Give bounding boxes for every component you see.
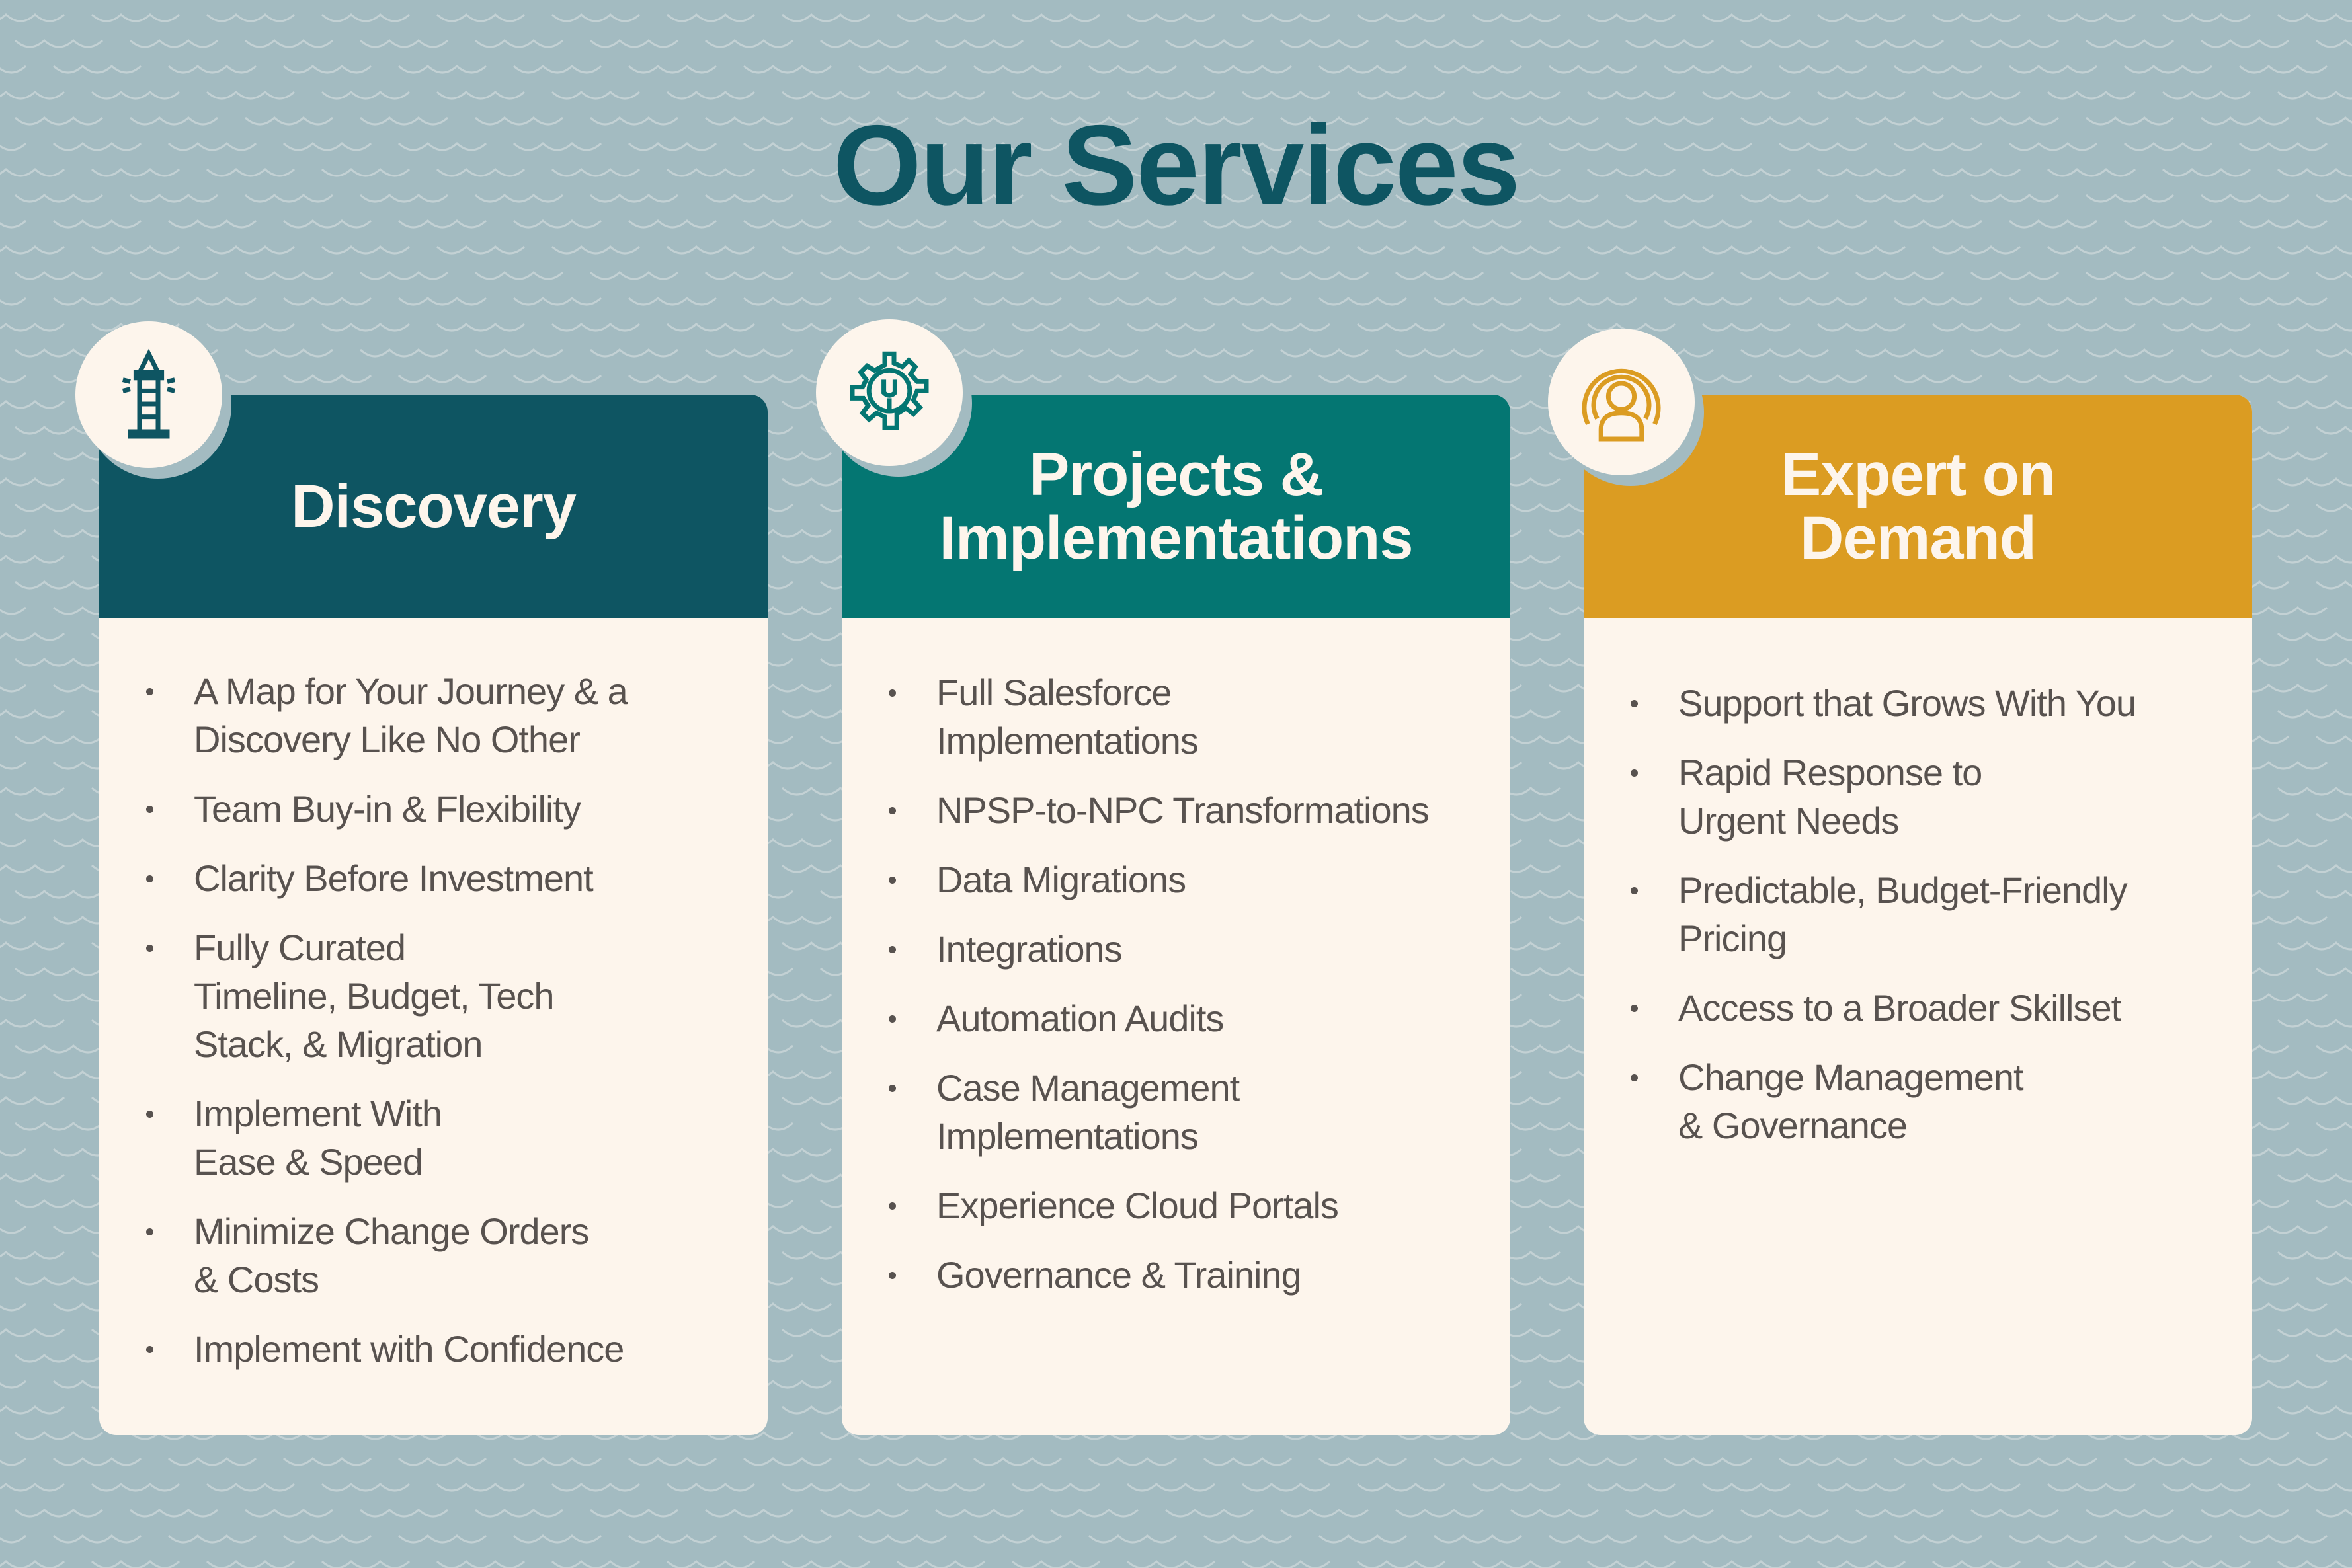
page-title: Our Services [832, 102, 1520, 229]
card-title: Discovery [291, 473, 577, 540]
expert-badge [1548, 329, 1695, 475]
card-title-line: Implementations [939, 504, 1413, 572]
list-item: Minimize Change Orders & Costs [146, 1207, 741, 1304]
list-item: Governance & Training [889, 1251, 1484, 1299]
list-item: Support that Grows With You [1631, 679, 2226, 727]
expert-person-icon [1582, 368, 1661, 442]
list-item: Fully Curated Timeline, Budget, Tech Sta… [146, 923, 741, 1068]
card-title-line: Expert on [1780, 441, 2056, 508]
service-list: Support that Grows With You Rapid Respon… [1584, 618, 2252, 1150]
gear-wrench-icon [850, 351, 929, 430]
list-item: Experience Cloud Portals [889, 1181, 1484, 1230]
list-item: Data Migrations [889, 855, 1484, 904]
gear-badge [816, 319, 963, 466]
list-item: Change Management & Governance [1631, 1053, 2226, 1150]
lighthouse-badge [75, 321, 222, 468]
service-card-discovery: Discovery A Map for Your Journey & a Dis… [99, 395, 768, 1435]
list-item: Clarity Before Investment [146, 854, 741, 902]
card-title-line: Projects & [1028, 441, 1324, 508]
service-card-expert: Expert on Demand Support that Grows With… [1584, 395, 2252, 1435]
list-item: A Map for Your Journey & a Discovery Lik… [146, 667, 741, 764]
lighthouse-icon [122, 348, 176, 439]
list-item: NPSP-to-NPC Transformations [889, 786, 1484, 834]
list-item: Access to a Broader Skillset [1631, 984, 2226, 1032]
service-list: A Map for Your Journey & a Discovery Lik… [99, 618, 768, 1373]
card-title-line: Demand [1800, 504, 2037, 572]
list-item: Team Buy-in & Flexibility [146, 785, 741, 833]
card-header: Expert on Demand [1584, 395, 2252, 618]
list-item: Implement With Ease & Speed [146, 1089, 741, 1186]
card-header: Projects & Implementations [842, 395, 1510, 618]
list-item: Implement with Confidence [146, 1325, 741, 1373]
list-item: Case Management Implementations [889, 1064, 1484, 1160]
service-list: Full Salesforce Implementations NPSP-to-… [842, 618, 1510, 1299]
list-item: Integrations [889, 925, 1484, 973]
list-item: Automation Audits [889, 994, 1484, 1042]
list-item: Full Salesforce Implementations [889, 668, 1484, 765]
list-item: Predictable, Budget-Friendly Pricing [1631, 866, 2226, 962]
service-card-projects: Projects & Implementations Full Salesfor… [842, 395, 1510, 1435]
list-item: Rapid Response to Urgent Needs [1631, 748, 2226, 845]
